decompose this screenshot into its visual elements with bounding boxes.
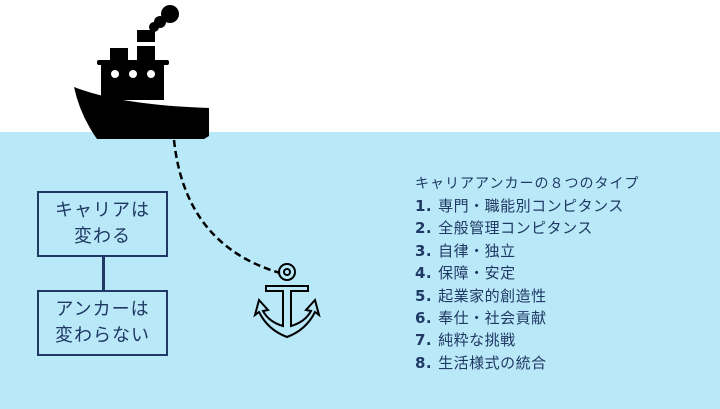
item-label: 生活様式の統合 [438, 353, 547, 372]
item-label: 全般管理コンピタンス [438, 219, 593, 238]
item-number: 6. [415, 309, 433, 328]
list-item: 3. 自律・独立 [415, 240, 639, 262]
career-box-line1: キャリアは [55, 200, 150, 221]
ship-icon [74, 5, 209, 139]
box-connector [102, 257, 105, 291]
item-label: 起業家的創造性 [438, 286, 547, 305]
career-changes-box: キャリアは 変わる [37, 191, 168, 257]
item-number: 8. [415, 353, 433, 372]
portholes [111, 70, 155, 78]
list-item: 6. 奉仕・社会貢献 [415, 307, 639, 329]
item-label: 奉仕・社会貢献 [438, 309, 547, 328]
item-number: 2. [415, 219, 433, 238]
list-item: 8. 生活様式の統合 [415, 352, 639, 374]
list-item: 7. 純粋な挑戦 [415, 329, 639, 351]
career-box-line2: 変わる [74, 226, 131, 247]
item-label: 保障・安定 [438, 264, 516, 283]
list-item: 5. 起業家的創造性 [415, 285, 639, 307]
list-item: 4. 保障・安定 [415, 262, 639, 284]
item-number: 3. [415, 241, 433, 260]
anchor-box-line1: アンカーは [55, 299, 150, 320]
list-item: 2. 全般管理コンピタンス [415, 217, 639, 239]
anchor-chain [172, 139, 281, 275]
anchor-unchanged-box: アンカーは 変わらない [37, 290, 168, 356]
item-number: 1. [415, 197, 433, 215]
list-item: 1. 専門・職能別コンピタンス [415, 195, 639, 217]
item-label: 純粋な挑戦 [438, 331, 516, 350]
anchor-icon [253, 263, 321, 339]
anchor-box-line2: 変わらない [55, 325, 150, 346]
item-label: 専門・職能別コンピタンス [438, 197, 624, 215]
item-number: 7. [415, 331, 433, 350]
anchor-types-list: キャリアアンカーの８つのタイプ 1. 専門・職能別コンピタンス 2. 全般管理コンピ… [415, 173, 639, 374]
item-label: 自律・独立 [438, 241, 516, 260]
item-number: 4. [415, 264, 433, 283]
list-title: キャリアアンカーの８つのタイプ [415, 176, 640, 192]
item-number: 5. [415, 286, 433, 305]
sea-background [0, 132, 720, 409]
